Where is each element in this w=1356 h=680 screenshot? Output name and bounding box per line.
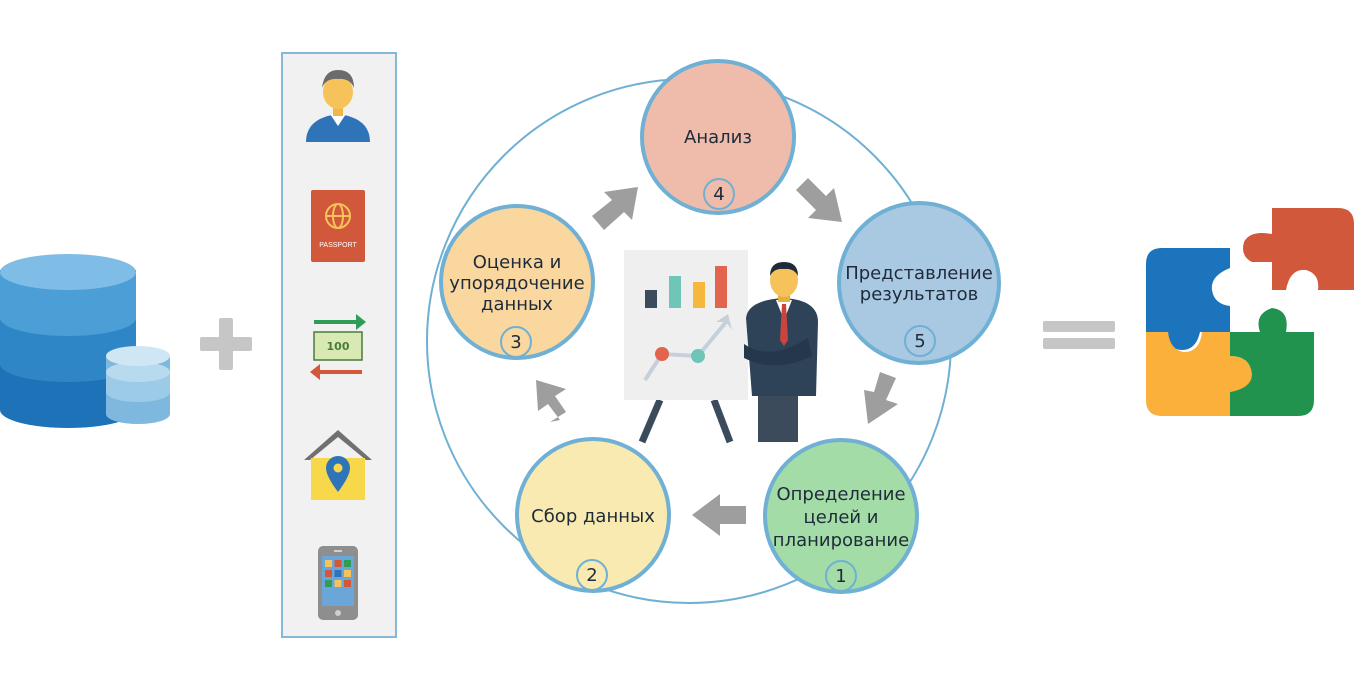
- cycle-arrows: [536, 178, 898, 536]
- step-1-title-line-3: планирование: [773, 530, 909, 551]
- step-1-title-line-1: Определение: [776, 484, 905, 505]
- arrow-4-to-5: [796, 178, 842, 222]
- step-2-title: Сбор данных: [531, 506, 655, 527]
- puzzle-piece-red: [1243, 208, 1354, 290]
- step-5-title-line-1: Представление: [845, 263, 993, 284]
- presenter-illustration: [624, 250, 818, 444]
- passport-icon: PASSPORT: [311, 190, 365, 262]
- step-3-title-line-3: данных: [481, 294, 553, 315]
- step-2-collection: Сбор данных 2: [515, 437, 671, 593]
- equals-sign: [1043, 321, 1115, 349]
- arrow-5-to-1: [864, 372, 898, 424]
- step-1-title-line-2: целей и: [803, 507, 878, 528]
- person-icon: [306, 70, 370, 142]
- money-transfer-icon: 100: [310, 314, 366, 380]
- passport-label: PASSPORT: [319, 242, 357, 249]
- step-1-number: 1: [835, 566, 846, 587]
- step-2-number: 2: [586, 565, 597, 586]
- puzzle-piece-orange: [1146, 332, 1253, 416]
- puzzle-piece-green: [1230, 308, 1314, 416]
- arrow-3-to-4: [592, 187, 638, 230]
- step-5-number: 5: [914, 331, 925, 352]
- smartphone-icon: [318, 546, 358, 620]
- step-4-title: Анализ: [684, 127, 752, 148]
- puzzle-icon: [1146, 208, 1354, 416]
- data-sources-panel: PASSPORT 100: [281, 52, 397, 638]
- plus-sign: [200, 318, 252, 370]
- database-icon: [0, 254, 170, 428]
- step-4-number: 4: [713, 184, 724, 205]
- step-3-title-line-2: упорядочение: [449, 273, 584, 294]
- step-4-analysis: Анализ 4: [640, 59, 796, 215]
- arrow-2-to-3: [536, 380, 566, 422]
- puzzle-piece-blue: [1146, 248, 1230, 350]
- step-5-title-line-2: результатов: [860, 284, 978, 305]
- money-label: 100: [327, 340, 350, 353]
- step-3-number: 3: [510, 332, 521, 353]
- step-3-evaluation: Оценка и упорядочение данных 3: [439, 204, 595, 360]
- arrow-1-to-2: [692, 494, 746, 536]
- step-1-planning: Определение целей и планирование 1: [763, 438, 919, 594]
- step-5-presentation: Представление результатов 5: [837, 201, 1001, 365]
- home-location-icon: [304, 430, 372, 500]
- step-3-title-line-1: Оценка и: [473, 252, 562, 273]
